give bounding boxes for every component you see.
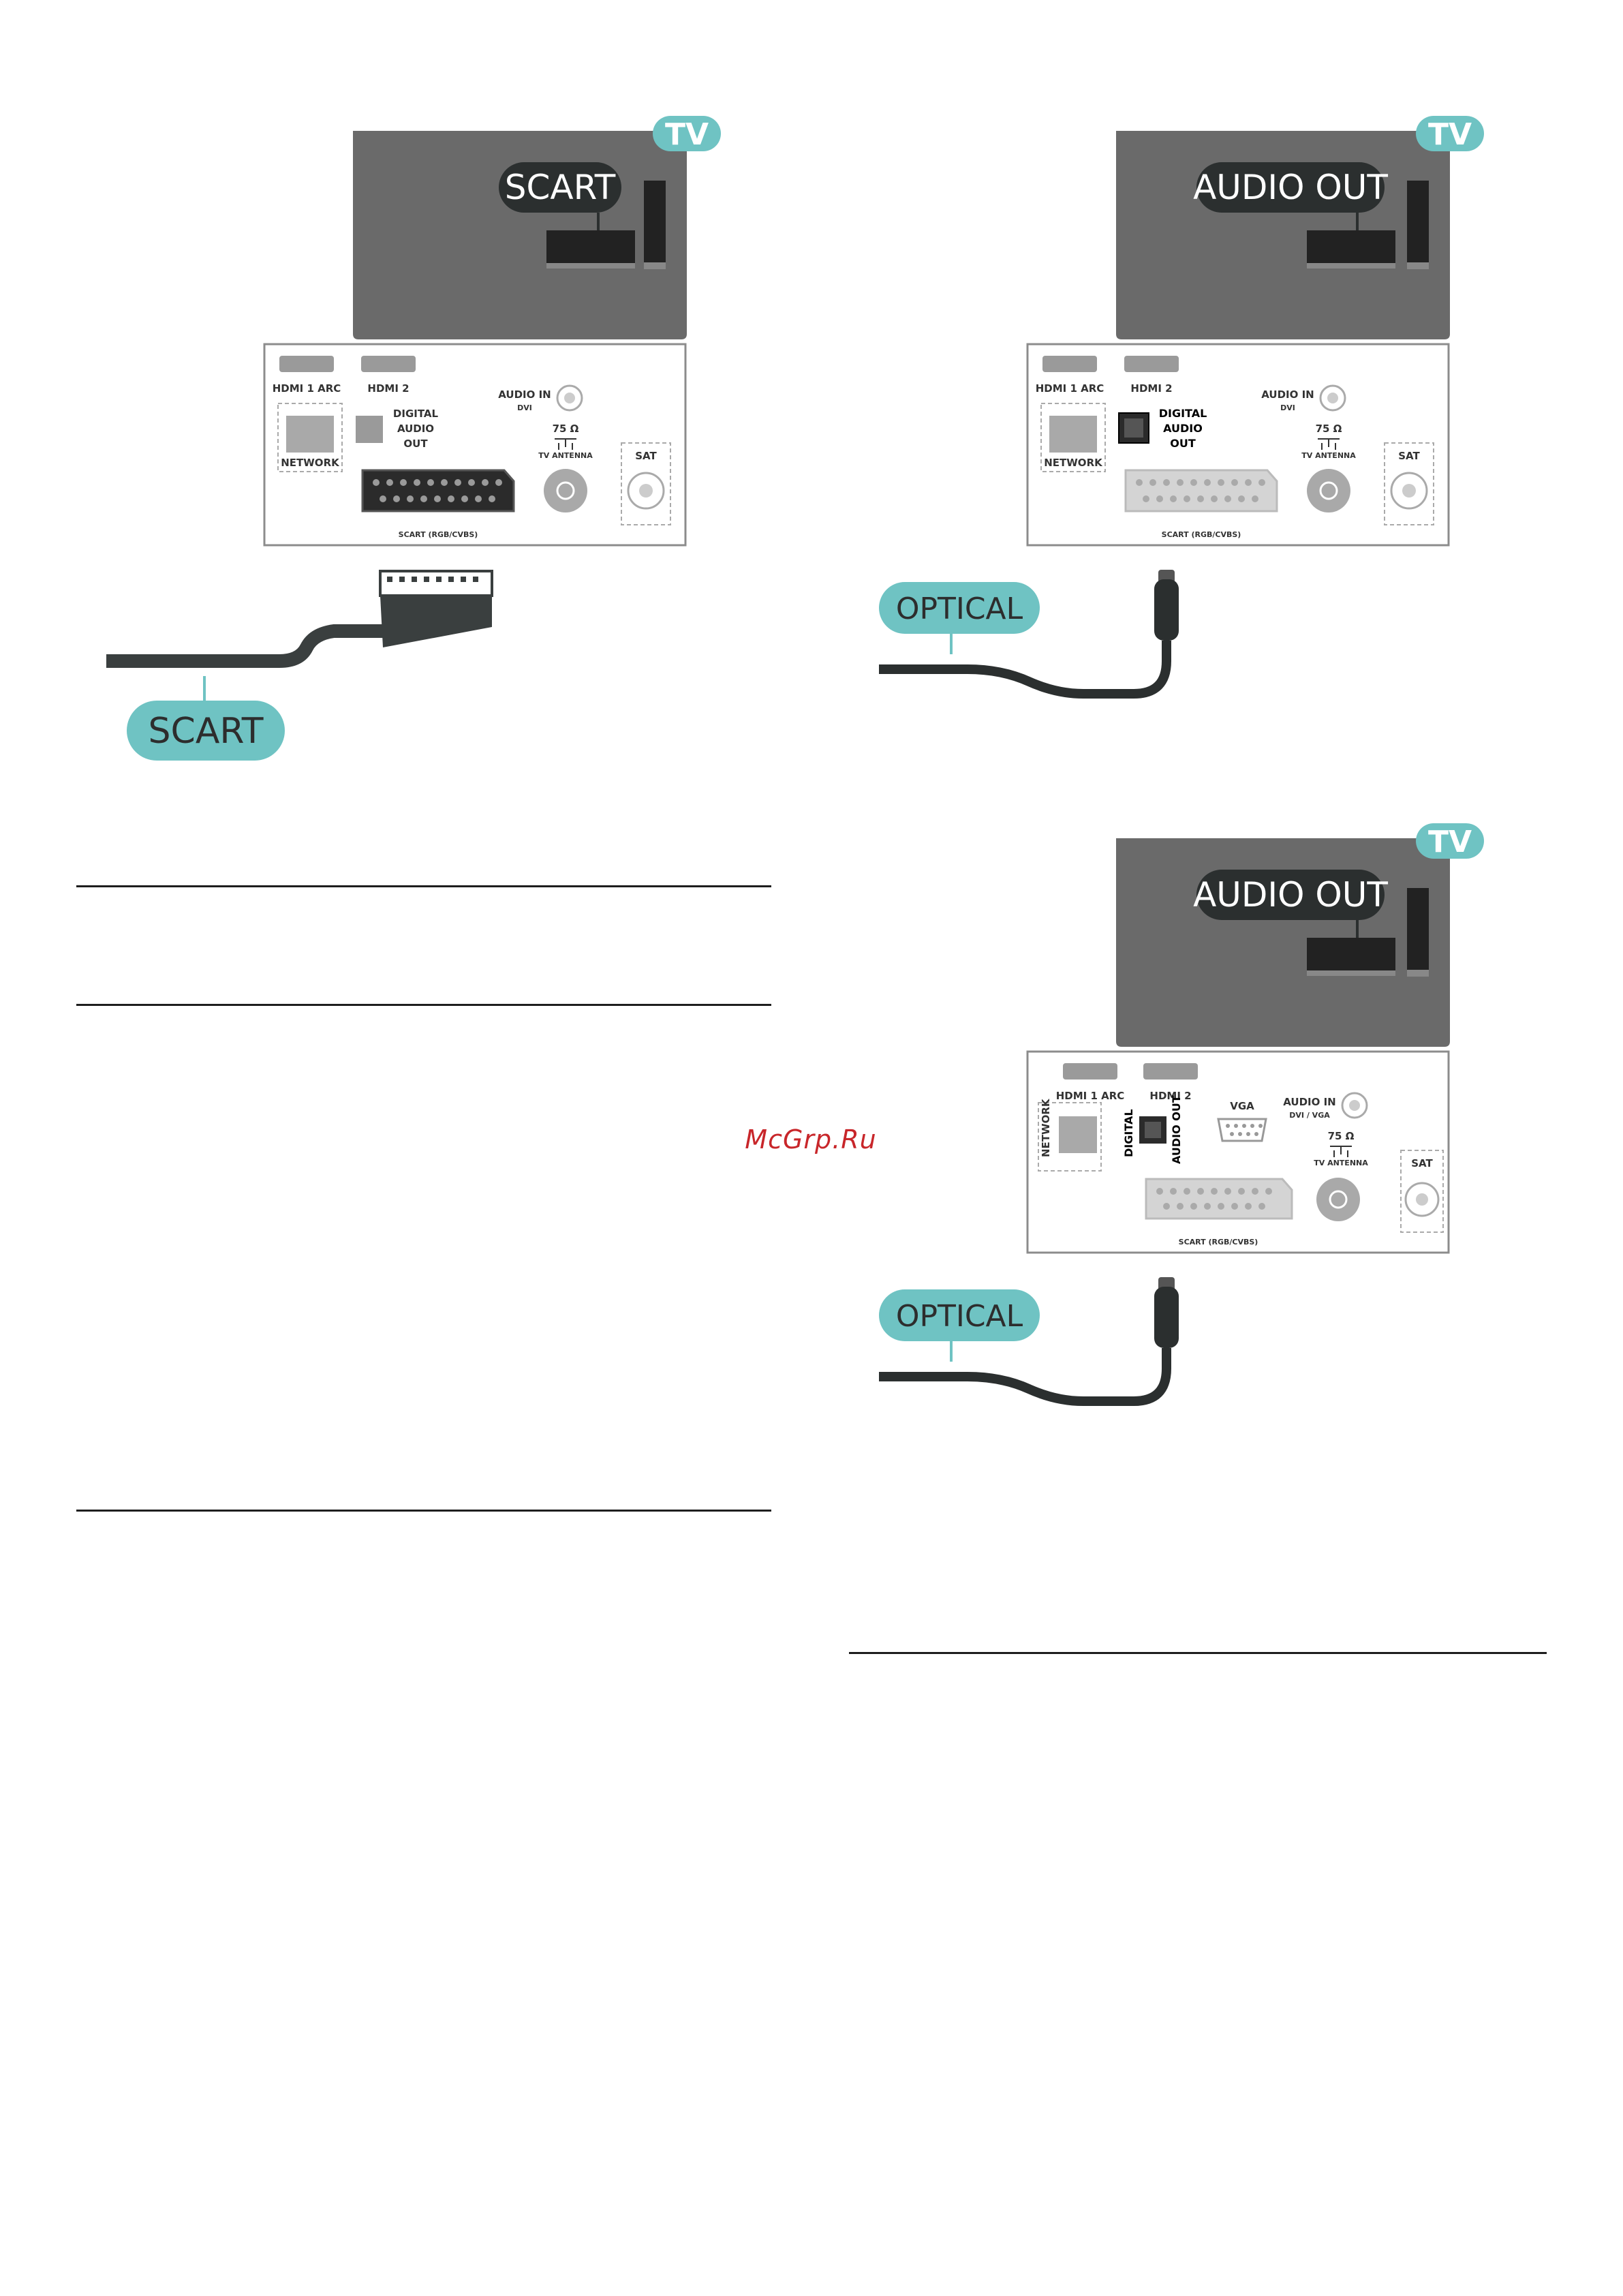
- tv-antenna-label: TV ANTENNA: [1301, 451, 1356, 460]
- audio-jack-icon: [1341, 1092, 1368, 1119]
- audio-label: AUDIO: [1163, 422, 1203, 435]
- tv-badge-label: TV: [1428, 825, 1472, 859]
- scart-port-label: SCART (RGB/CVBS): [399, 530, 478, 539]
- vga-port-icon: [1217, 1118, 1267, 1142]
- antenna-socket-icon: [1316, 1178, 1360, 1221]
- cable-label: OPTICAL: [896, 592, 1023, 626]
- cable-label: OPTICAL: [896, 1299, 1023, 1334]
- scart-connection-diagram: TV SCART HDMI 1 ARC HDMI 2 NETWORK: [102, 109, 721, 763]
- audio-in-label: AUDIO IN: [1261, 388, 1314, 401]
- scart-port-label: SCART (RGB/CVBS): [1179, 1238, 1258, 1246]
- audio-in-sub-label: DVI: [1280, 403, 1295, 412]
- tv-body: [353, 131, 687, 339]
- audio-jack-icon: [1319, 384, 1346, 412]
- scart-port-label: SCART (RGB/CVBS): [1162, 530, 1241, 539]
- sat-label: SAT: [1411, 1157, 1433, 1169]
- network-label: NETWORK: [281, 457, 340, 469]
- tv-badge: TV: [653, 116, 721, 152]
- digital-label: DIGITAL: [1159, 407, 1207, 420]
- hdmi1-label: HDMI 1 ARC: [273, 382, 341, 395]
- tv-badge: TV: [1416, 116, 1484, 152]
- hdmi-port-icon: [1042, 356, 1097, 372]
- scart-port-icon: [1124, 469, 1278, 512]
- tv-badge: TV: [1416, 823, 1484, 859]
- digital-label: DIGITAL: [1122, 1109, 1135, 1157]
- sat-label: SAT: [1398, 450, 1420, 462]
- section-divider: [849, 1652, 1547, 1654]
- connector-callout-label: AUDIO OUT: [1193, 875, 1388, 915]
- scart-cable: SCART: [106, 570, 493, 761]
- ohm-label: 75 Ω: [553, 423, 579, 435]
- ohm-label: 75 Ω: [1316, 423, 1342, 435]
- audio-label: AUDIO: [397, 423, 434, 435]
- optical-cable: OPTICAL: [879, 1277, 1179, 1406]
- sat-label: SAT: [635, 450, 657, 462]
- tv-badge-label: TV: [1428, 117, 1472, 152]
- connector-panel: HDMI 1 ARC HDMI 2 NETWORK DIGITAL AUDIO …: [263, 343, 687, 547]
- audio-jack-icon: [556, 384, 583, 412]
- network-label: NETWORK: [1044, 457, 1103, 469]
- cable-label-pill: [879, 1289, 1040, 1341]
- audio-out-label: AUDIO OUT: [1170, 1095, 1183, 1164]
- connector-callout: AUDIO OUT: [1193, 162, 1388, 232]
- watermark: McGrp.Ru: [745, 1124, 877, 1154]
- tv-antenna-label: TV ANTENNA: [1314, 1159, 1368, 1167]
- scart-port-icon: [1145, 1178, 1293, 1220]
- network-label: NETWORK: [1040, 1098, 1052, 1157]
- section-divider: [76, 1004, 771, 1006]
- out-label: OUT: [1170, 437, 1196, 450]
- ohm-label: 75 Ω: [1328, 1130, 1355, 1142]
- cable-label-pill: [127, 701, 285, 761]
- hdmi2-label: HDMI 2: [1130, 382, 1172, 395]
- tv-antenna-label: TV ANTENNA: [538, 451, 593, 460]
- connector-callout: SCART: [499, 162, 621, 232]
- connector-callout-label: SCART: [505, 168, 616, 207]
- optical-port-icon: [356, 416, 383, 443]
- tv-body: [1116, 131, 1450, 339]
- hdmi2-label: HDMI 2: [367, 382, 409, 395]
- connector-callout-label: AUDIO OUT: [1193, 168, 1388, 207]
- ethernet-port-icon: [286, 416, 334, 453]
- hdmi1-label: HDMI 1 ARC: [1056, 1090, 1125, 1102]
- audio-in-sub-label: DVI / VGA: [1289, 1111, 1330, 1120]
- section-divider: [76, 885, 771, 887]
- connector-panel: HDMI 1 ARC HDMI 2 NETWORK DIGITAL AUDIO …: [1026, 343, 1450, 547]
- vga-label: VGA: [1230, 1100, 1254, 1112]
- hdmi-port-icon: [361, 356, 416, 372]
- optical-cable: OPTICAL: [879, 570, 1179, 699]
- sat-socket-icon: [1390, 472, 1428, 510]
- tv-body: [1116, 838, 1450, 1047]
- tv-badge-label: TV: [665, 117, 709, 152]
- ethernet-port-icon: [1059, 1116, 1097, 1153]
- section-divider: [76, 1510, 771, 1512]
- connector-callout: AUDIO OUT: [1193, 870, 1388, 939]
- audio-out-connection-diagram-1: TV AUDIO OUT HDMI 1 ARC HDMI 2 NETWORK D…: [865, 109, 1506, 709]
- hdmi1-label: HDMI 1 ARC: [1036, 382, 1104, 395]
- connector-panel: HDMI 1 ARC HDMI 2 NETWORK DIGITAL AUDIO …: [1026, 1050, 1450, 1254]
- antenna-socket-icon: [1307, 469, 1350, 512]
- scart-port-icon: [361, 469, 515, 512]
- antenna-socket-icon: [544, 469, 587, 512]
- cable-label-pill: [879, 582, 1040, 634]
- hdmi-port-icon: [1143, 1063, 1198, 1080]
- sat-socket-icon: [627, 472, 665, 510]
- audio-in-label: AUDIO IN: [498, 388, 551, 401]
- sat-socket-icon: [1404, 1182, 1440, 1217]
- hdmi-port-icon: [1124, 356, 1179, 372]
- ethernet-port-icon: [1049, 416, 1097, 453]
- digital-label: DIGITAL: [393, 408, 439, 420]
- hdmi2-label: HDMI 2: [1149, 1090, 1191, 1102]
- cable-label: SCART: [149, 711, 264, 752]
- audio-in-label: AUDIO IN: [1283, 1096, 1335, 1108]
- hdmi-port-icon: [279, 356, 334, 372]
- audio-in-sub-label: DVI: [517, 403, 532, 412]
- audio-out-connection-diagram-2: TV AUDIO OUT HDMI 1 ARC HDMI 2 NETWORK D…: [865, 816, 1506, 1416]
- out-label: OUT: [403, 438, 428, 450]
- hdmi-port-icon: [1063, 1063, 1117, 1080]
